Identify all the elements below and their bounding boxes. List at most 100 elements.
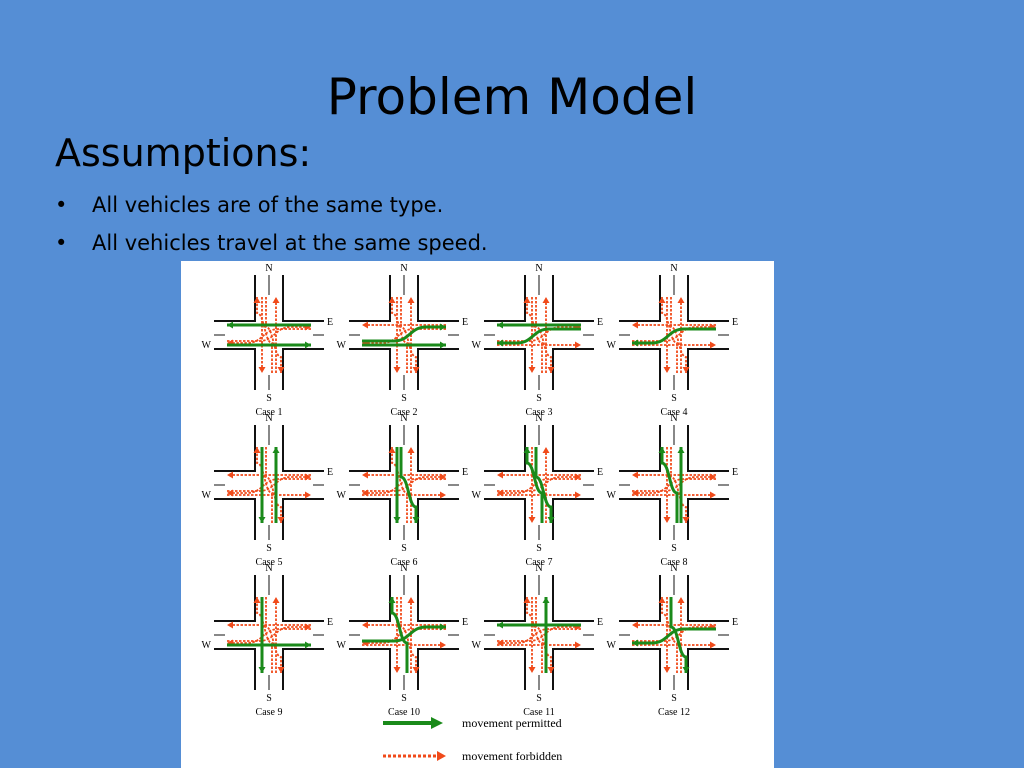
assumption-text: All vehicles are of the same type.: [92, 193, 444, 217]
road-corner-ne: [687, 575, 729, 622]
direction-label-west: W: [337, 640, 347, 651]
forbidden-arrowhead: [407, 297, 415, 303]
forbidden-arrow: [535, 297, 552, 373]
forbidden-arrowhead: [632, 489, 638, 497]
forbidden-arrowhead: [272, 297, 280, 303]
direction-label-south: S: [536, 693, 542, 704]
case-label: Case 10: [388, 707, 420, 718]
forbidden-arrow: [632, 478, 716, 494]
forbidden-arrowhead: [677, 297, 685, 303]
road-corner-sw: [484, 498, 526, 540]
forbidden-arrowhead: [362, 621, 368, 629]
direction-label-west: W: [202, 640, 212, 651]
forbidden-arrowhead: [523, 297, 531, 303]
movement-forbidden-e-through: [362, 621, 446, 629]
direction-label-south: S: [401, 543, 407, 554]
forbidden-arrowhead: [547, 367, 555, 373]
road-corner-nw: [214, 425, 256, 472]
permitted-arrow: [390, 597, 409, 673]
road-corner-nw: [619, 275, 661, 322]
movement-permitted-e-left: [632, 627, 716, 647]
forbidden-arrowhead: [253, 447, 261, 453]
forbidden-arrowhead: [663, 667, 671, 673]
movement-forbidden-e-left: [497, 628, 581, 647]
permitted-arrowhead: [497, 621, 503, 629]
movement-forbidden-s-left: [253, 447, 273, 523]
road-corner-se: [552, 348, 594, 390]
forbidden-arrowhead: [528, 367, 536, 373]
road-corner-se: [687, 498, 729, 540]
road-corner-ne: [687, 275, 729, 322]
direction-label-west: W: [472, 490, 482, 501]
movement-forbidden-s-through: [407, 447, 415, 523]
movement-forbidden-e-through: [632, 471, 716, 479]
legend-permitted-label: movement permitted: [462, 716, 562, 730]
permitted-arrowhead: [523, 447, 531, 453]
permitted-arrowhead: [305, 641, 311, 649]
legend-forbidden-label: movement forbidden: [462, 749, 562, 763]
movement-forbidden-w-through: [632, 491, 716, 499]
movement-permitted-n-through: [258, 447, 266, 523]
forbidden-arrowhead: [523, 597, 531, 603]
direction-label-south: S: [536, 393, 542, 404]
forbidden-arrowhead: [393, 367, 401, 373]
direction-label-east: E: [327, 317, 333, 328]
movement-forbidden-w-through: [362, 641, 446, 649]
permitted-arrowhead: [440, 323, 446, 331]
road-corner-nw: [619, 575, 661, 622]
case-label: Case 4: [661, 407, 688, 418]
forbidden-arrowhead: [277, 517, 285, 523]
forbidden-arrow: [526, 597, 543, 673]
movement-forbidden-n-through: [393, 297, 401, 373]
forbidden-arrowhead: [227, 471, 233, 479]
movement-permitted-w-through: [362, 341, 446, 349]
case-label: Case 8: [661, 557, 688, 568]
movement-permitted-w-through: [227, 341, 311, 349]
road-corner-sw: [349, 498, 391, 540]
direction-label-south: S: [401, 393, 407, 404]
movement-forbidden-n-left: [670, 447, 690, 523]
forbidden-arrowhead: [542, 297, 550, 303]
forbidden-arrowhead: [388, 447, 396, 453]
movement-forbidden-s-left: [253, 297, 273, 373]
direction-label-north: N: [670, 563, 677, 574]
permitted-arrowhead: [393, 517, 401, 523]
forbidden-arrowhead: [710, 491, 716, 499]
forbidden-arrowhead: [227, 621, 233, 629]
permitted-arrow: [497, 327, 581, 345]
road-corner-sw: [484, 348, 526, 390]
direction-label-south: S: [536, 543, 542, 554]
forbidden-arrow: [535, 597, 552, 673]
permitted-arrowhead: [547, 517, 555, 523]
movement-permitted-n-through: [258, 597, 266, 673]
forbidden-arrowhead: [497, 489, 503, 497]
forbidden-arrow: [400, 597, 417, 673]
direction-label-north: N: [535, 563, 542, 574]
movement-forbidden-w-left: [227, 623, 311, 642]
direction-label-north: N: [670, 263, 677, 274]
direction-label-south: S: [266, 393, 272, 404]
movement-forbidden-s-left: [253, 597, 273, 673]
direction-label-north: N: [670, 413, 677, 424]
forbidden-arrowhead: [362, 489, 368, 497]
forbidden-arrow: [256, 447, 273, 523]
case-label: Case 6: [391, 557, 418, 568]
legend-forbidden-arrowhead: [437, 751, 446, 761]
permitted-arrowhead: [542, 597, 550, 603]
road-corner-ne: [282, 575, 324, 622]
forbidden-arrowhead: [440, 491, 446, 499]
permitted-arrow: [362, 325, 446, 343]
movement-forbidden-n-left: [265, 597, 285, 673]
road-corner-sw: [214, 498, 256, 540]
movement-permitted-w-through: [227, 641, 311, 649]
permitted-arrowhead: [272, 447, 280, 453]
permitted-arrowhead: [497, 321, 503, 329]
road-corner-sw: [619, 348, 661, 390]
forbidden-arrowhead: [440, 641, 446, 649]
movement-forbidden-s-through: [542, 447, 550, 523]
movement-forbidden-s-left: [658, 297, 678, 373]
